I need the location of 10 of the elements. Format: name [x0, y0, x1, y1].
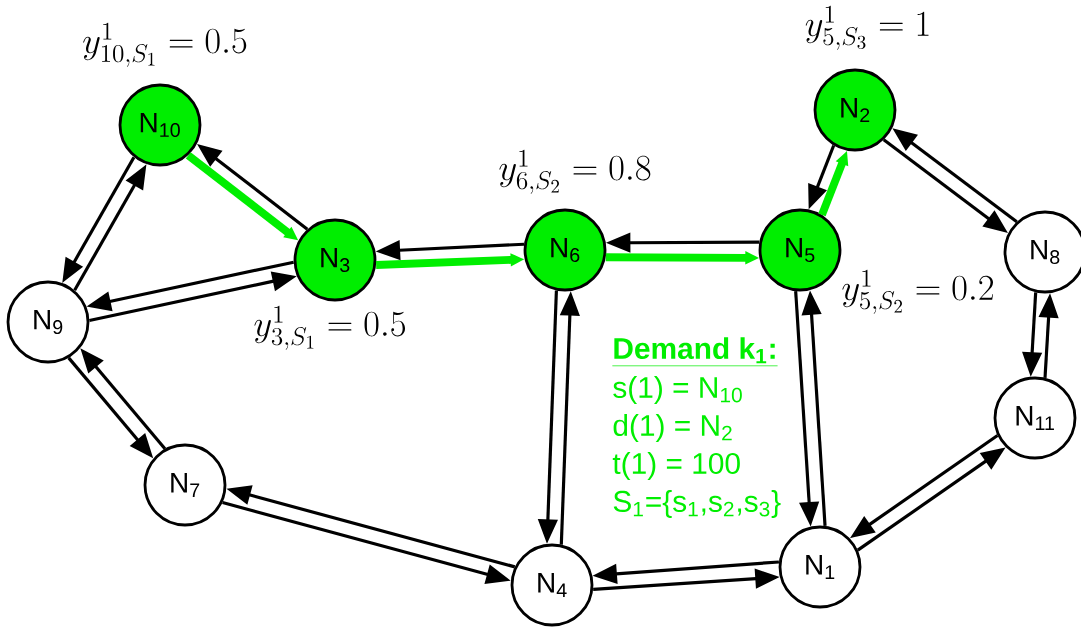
demand-text: S$_{1}$={s$_{1}$,s$_{2}$,s$_{3}$} — [613, 490, 781, 518]
formula-label: $y^{1}_{5,S_{2}} = 0.2$ — [842, 269, 994, 314]
demand-heading: Demand k$_{1}$: — [612, 337, 778, 367]
formula-label: $y^{1}_{10,S_{1}} = 0.5$ — [83, 22, 247, 67]
demand-text: d(1) = N$_{2}$ — [613, 414, 732, 442]
formula-label: $y^{1}_{6,S_{2}} = 0.8$ — [499, 149, 651, 194]
formula-label: $y^{1}_{5,S_{3}} = 1$ — [805, 5, 929, 50]
demand-text: t(1) = 100 — [612, 452, 740, 480]
formula-label: $y^{1}_{3,S_{1}} = 0.5$ — [254, 305, 406, 350]
demand-text: s(1) = N$_{10}$ — [613, 376, 742, 404]
